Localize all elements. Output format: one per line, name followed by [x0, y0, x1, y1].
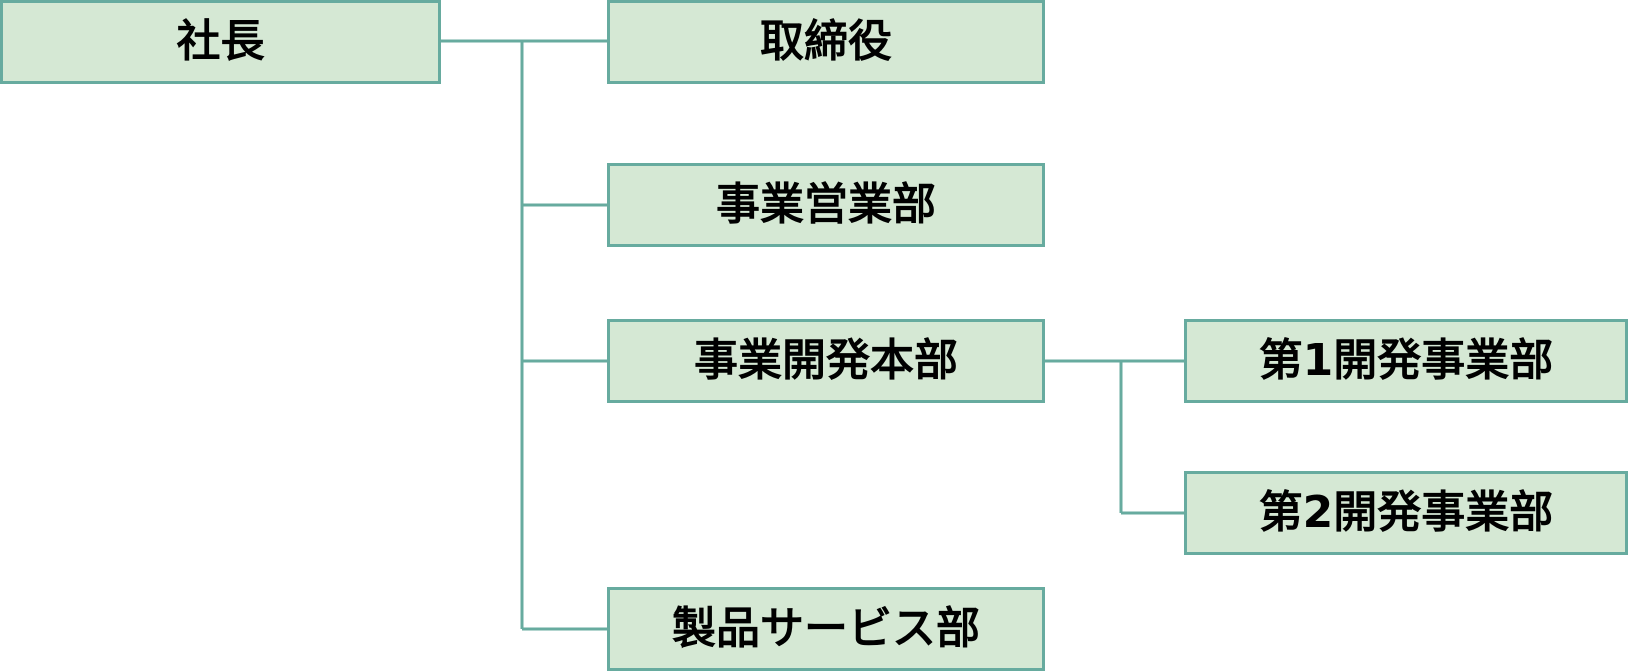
node-president: 社長	[0, 0, 441, 84]
node-product-service-label: 製品サービス部	[672, 603, 980, 654]
node-dev-division-2-label: 第2開発事業部	[1258, 487, 1554, 538]
node-director-label: 取締役	[760, 16, 892, 67]
node-development-hq-label: 事業開発本部	[694, 335, 958, 386]
node-director: 取締役	[607, 0, 1045, 84]
node-sales-division: 事業営業部	[607, 163, 1045, 247]
node-dev-division-1-label: 第1開発事業部	[1258, 335, 1554, 386]
node-product-service: 製品サービス部	[607, 587, 1045, 671]
node-dev-division-2: 第2開発事業部	[1184, 471, 1628, 555]
node-sales-division-label: 事業営業部	[716, 179, 936, 230]
node-development-hq: 事業開発本部	[607, 319, 1045, 403]
node-president-label: 社長	[176, 16, 265, 67]
node-dev-division-1: 第1開発事業部	[1184, 319, 1628, 403]
